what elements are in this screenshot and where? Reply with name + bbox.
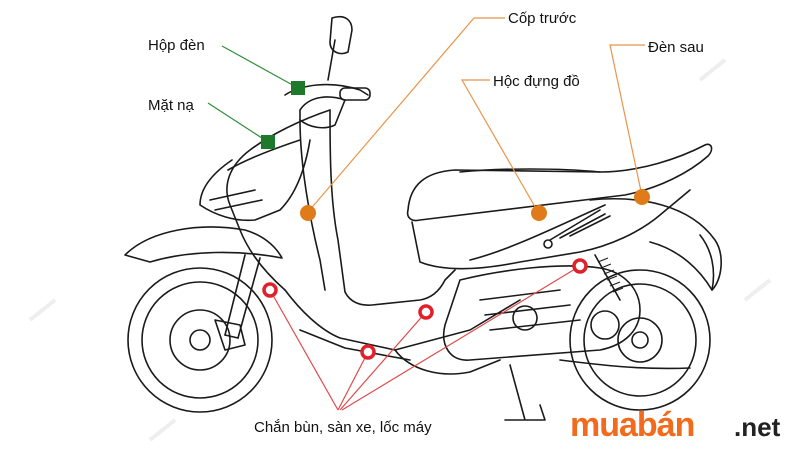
front-mask-marker xyxy=(261,135,275,149)
mirror xyxy=(329,15,353,55)
watermark-brand: muabán xyxy=(570,406,694,444)
seat xyxy=(406,143,713,222)
red-leader-lines xyxy=(269,265,581,411)
exhaust xyxy=(559,359,691,370)
label-front-mask: Mặt nạ xyxy=(148,97,195,114)
front-fender xyxy=(124,226,283,263)
tail-light-marker xyxy=(634,189,650,205)
front-body xyxy=(329,109,456,306)
watermark-logo: muabán .net xyxy=(570,406,781,444)
orange-markers xyxy=(300,189,650,221)
label-tail-light: Đèn sau xyxy=(648,39,704,56)
front-cover-marker xyxy=(300,205,316,221)
handlebar xyxy=(284,83,369,96)
watermark-tld: .net xyxy=(734,412,781,442)
floor-rear-marker xyxy=(418,304,434,320)
front-fork xyxy=(224,254,261,339)
fender-marker xyxy=(262,282,278,298)
kickstand xyxy=(504,364,546,421)
front-cowl xyxy=(199,139,311,222)
mirror-stem xyxy=(327,39,336,81)
label-front-cover: Cốp trước xyxy=(508,10,577,27)
handle-grip xyxy=(339,87,371,101)
body-bolt xyxy=(543,239,553,249)
label-bottom-parts: Chắn bùn, sàn xe, lốc máy xyxy=(254,419,432,436)
green-markers xyxy=(261,81,305,149)
scooter-drawing xyxy=(124,15,722,421)
rear-wheel xyxy=(569,269,711,411)
floor-board xyxy=(284,289,521,351)
floor-marker xyxy=(360,344,376,360)
green-leader-lines xyxy=(207,45,299,143)
engine-marker xyxy=(572,258,588,274)
rear-body-panel xyxy=(411,189,691,270)
front-wheel xyxy=(127,267,273,413)
label-storage-box: Hộc đựng đồ xyxy=(493,73,580,90)
engine xyxy=(394,265,641,375)
orange-leader-lines xyxy=(307,17,645,213)
label-headlight-box: Hộp đèn xyxy=(148,37,205,54)
headlight-box-marker xyxy=(291,81,305,95)
red-markers xyxy=(262,258,588,360)
storage-box-marker xyxy=(531,205,547,221)
background-decoration xyxy=(28,58,772,442)
